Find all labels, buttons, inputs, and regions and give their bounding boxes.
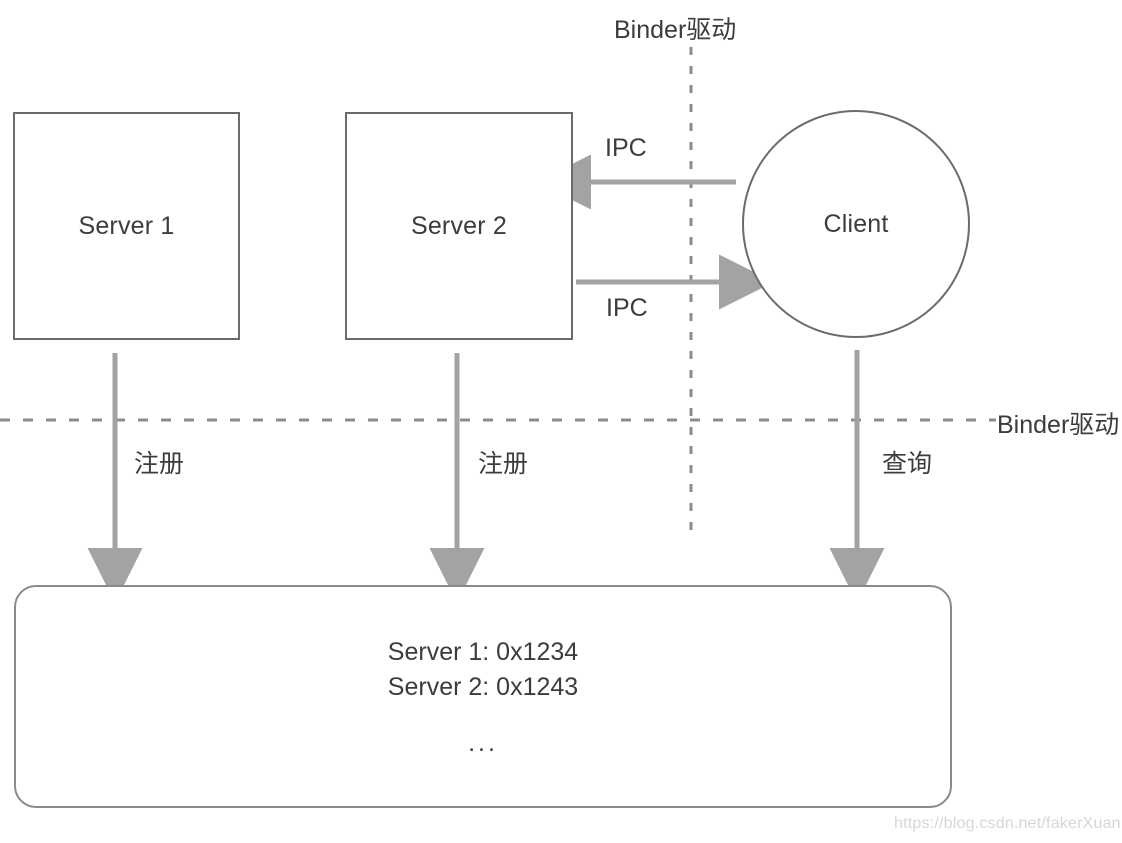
node-server1[interactable]: Server 1 <box>13 112 240 340</box>
node-client[interactable]: Client <box>742 110 970 338</box>
label-register-server1: 注册 <box>134 450 185 478</box>
node-service-manager[interactable]: Server 1: 0x1234 Server 2: 0x1243 ... <box>14 585 952 808</box>
node-server2[interactable]: Server 2 <box>345 112 573 340</box>
service-manager-entry-server2: Server 2: 0x1243 <box>387 673 579 701</box>
node-client-label: Client <box>823 209 889 238</box>
node-server2-label: Server 2 <box>410 211 508 240</box>
node-server1-label: Server 1 <box>78 211 175 240</box>
service-manager-ellipsis: ... <box>468 729 498 757</box>
label-binder-driver-top: Binder驱动 <box>614 16 737 44</box>
watermark: https://blog.csdn.net/fakerXuan <box>894 815 1121 832</box>
service-manager-entry-server1: Server 1: 0x1234 <box>387 638 579 666</box>
label-binder-driver-right: Binder驱动 <box>997 411 1120 439</box>
label-register-server2: 注册 <box>478 450 529 478</box>
label-query-client: 查询 <box>882 450 933 478</box>
label-ipc-bottom: IPC <box>606 294 648 322</box>
label-ipc-top: IPC <box>605 134 647 162</box>
